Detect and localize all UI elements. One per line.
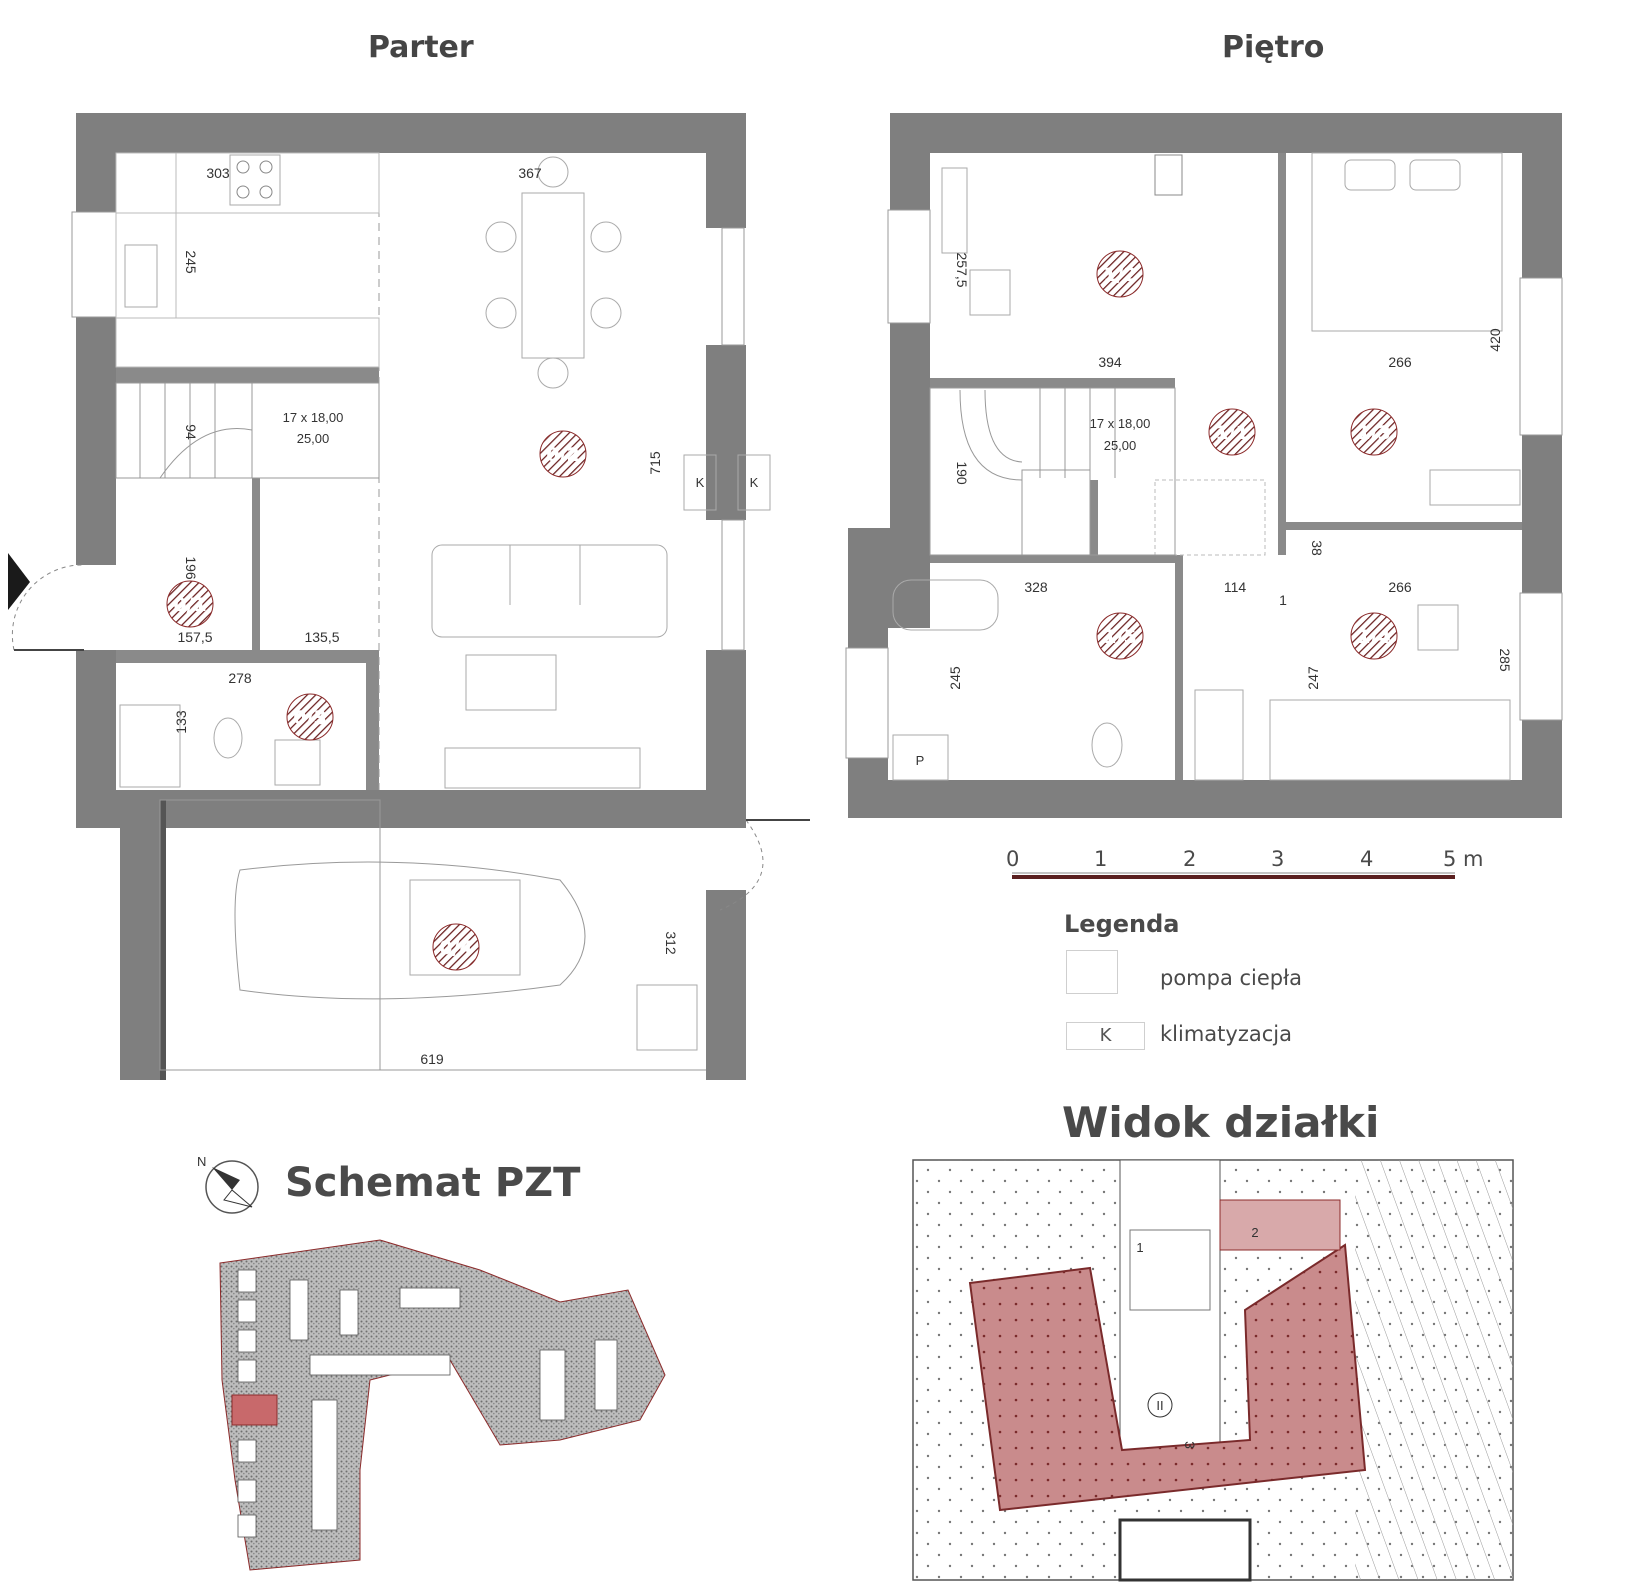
svg-text:1/5: 1/5 (1103, 626, 1136, 648)
scale-tick-5: 5 m (1443, 847, 1484, 871)
upper-floor-plan: P 17 x 18,00 25,00 257,5 394 266 420 190… (845, 113, 1563, 818)
dim-hall-depth: 196 (183, 556, 199, 580)
room-badge-1-1: 1/1 (1208, 408, 1256, 456)
ac-symbol-2: K (750, 475, 759, 490)
dim-living-depth: 715 (647, 451, 663, 475)
dim-uf-bath-depth: 245 (947, 666, 963, 690)
svg-text:0/3: 0/3 (293, 707, 326, 729)
dim-uf-hall-width: 114 (1224, 579, 1247, 595)
scale-tick-3: 3 (1271, 847, 1285, 871)
dim-uf-bath-width: 328 (1024, 579, 1048, 595)
room-badge-1-3: 1/3 (1350, 408, 1398, 456)
gf-stairs-line2: 25,00 (297, 431, 330, 446)
dim-garage-depth: 312 (663, 931, 679, 955)
dim-kitchen-depth: 245 (183, 250, 199, 274)
dim-room14-width: 266 (1388, 579, 1412, 595)
dim-kitchen-width: 303 (206, 165, 230, 181)
ground-floor-plan: K K 17 x 18,00 25,00 (8, 113, 810, 1080)
dim-uf-hall-depth: 247 (1305, 666, 1321, 690)
svg-text:1/4: 1/4 (1357, 626, 1390, 648)
room-badge-0-3: 0/3 (286, 693, 334, 741)
dim-hall-width-1: 157,5 (177, 629, 212, 645)
scale-tick-4: 4 (1360, 847, 1374, 871)
svg-text:1/1: 1/1 (1215, 422, 1248, 444)
entrance-arrow-icon (8, 553, 30, 610)
upper-floor-title: Piętro (1222, 30, 1325, 65)
dim-uf-stair-depth: 190 (954, 461, 970, 485)
site-plan-title: Schemat PZT (285, 1160, 581, 1206)
dim-room12-width: 394 (1098, 354, 1122, 370)
legend-heat-pump: pompa ciepła (1160, 966, 1302, 990)
dim-38: 38 (1309, 540, 1325, 556)
dim-room13-depth: 420 (1487, 328, 1503, 352)
room-badge-1-2: 1/2 (1096, 250, 1144, 298)
utility-symbol: P (916, 753, 925, 768)
room-badge-1-4: 1/4 (1350, 612, 1398, 660)
room-badge-0-2: 0/2 (539, 430, 587, 478)
uf-stairs-line1: 17 x 18,00 (1090, 416, 1151, 431)
scale-tick-1: 1 (1094, 847, 1108, 871)
dim-garage-width: 619 (420, 1051, 444, 1067)
dim-room13-width: 266 (1388, 354, 1412, 370)
gf-stairs-line1: 17 x 18,00 (283, 410, 344, 425)
plot-view-map: II 3 2 1 (912, 1159, 1514, 1582)
site-plan-map (219, 1239, 666, 1571)
svg-text:1/3: 1/3 (1357, 422, 1390, 444)
scale-bar (1012, 872, 1455, 879)
dim-hall-width-2: 135,5 (304, 629, 339, 645)
dim-1: 1 (1279, 592, 1287, 608)
dim-dining-width: 367 (518, 165, 542, 181)
dim-bath-width: 278 (228, 670, 252, 686)
svg-text:1/2: 1/2 (1103, 264, 1136, 286)
north-compass-icon: N (197, 1154, 259, 1214)
plot-mark-3: 3 (1182, 1441, 1198, 1449)
uf-stairs-line2: 25,00 (1104, 438, 1137, 453)
plot-mark-1: 1 (1136, 1240, 1143, 1255)
legend-title: Legenda (1064, 910, 1180, 938)
svg-text:0/1: 0/1 (173, 594, 206, 616)
dim-room14-depth: 285 (1497, 648, 1513, 672)
ac-legend-icon: K (1066, 1022, 1145, 1050)
ac-symbol-1: K (696, 475, 705, 490)
dim-bath-depth: 133 (173, 710, 189, 734)
plot-mark-ii: II (1156, 1398, 1163, 1413)
room-badge-0-1: 0/1 (166, 580, 214, 628)
svg-text:0/4: 0/4 (439, 937, 472, 959)
legend-ac: klimatyzacja (1160, 1022, 1292, 1046)
heat-pump-icon (1066, 950, 1118, 994)
room-badge-0-4: 0/4 (432, 923, 480, 971)
dim-room12-depth: 257,5 (954, 252, 970, 287)
dim-stair-depth: 94 (183, 424, 199, 440)
svg-text:0/2: 0/2 (546, 444, 579, 466)
ground-floor-title: Parter (368, 30, 474, 65)
plot-view-title: Widok działki (1062, 1098, 1380, 1147)
room-badge-1-5: 1/5 (1096, 612, 1144, 660)
scale-tick-2: 2 (1183, 847, 1197, 871)
scale-tick-0: 0 (1006, 847, 1020, 871)
compass-north-label: N (197, 1154, 206, 1169)
plot-mark-2: 2 (1251, 1225, 1258, 1240)
